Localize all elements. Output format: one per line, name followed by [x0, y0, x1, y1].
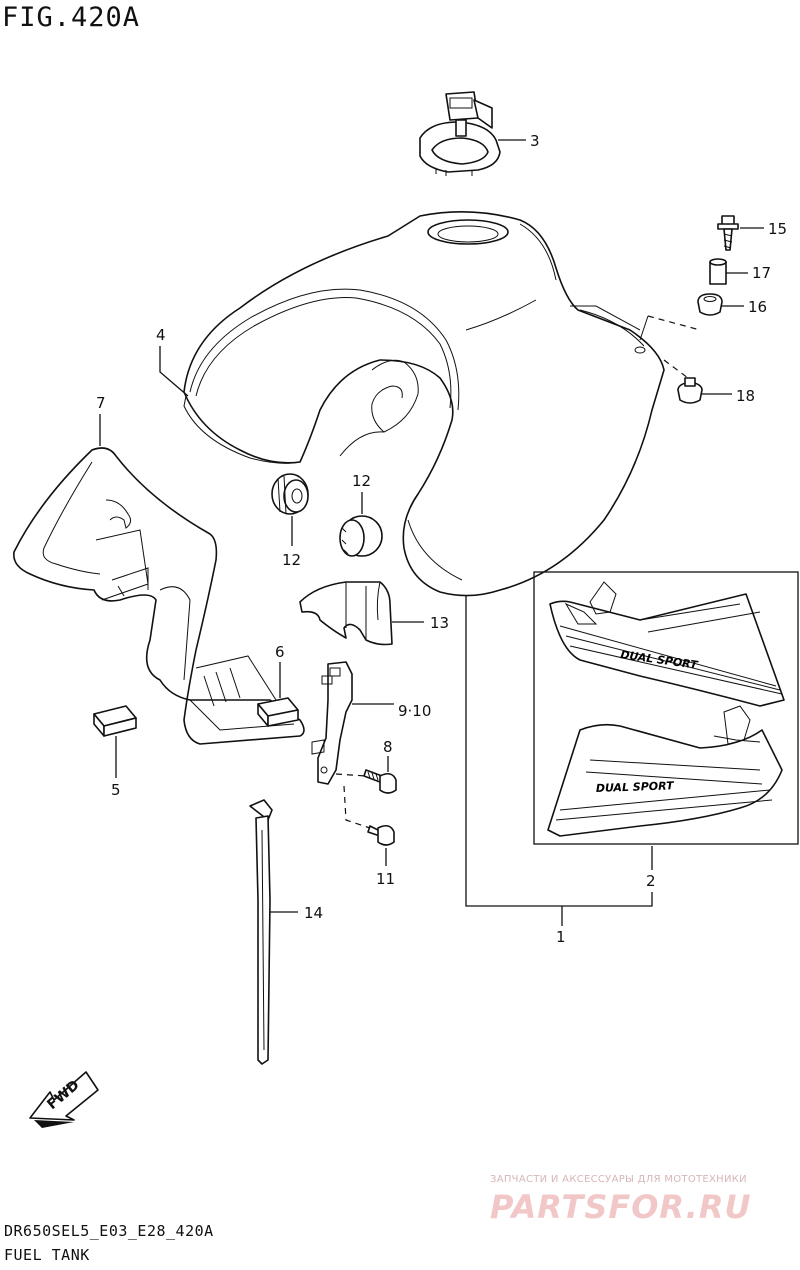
tank-cover-part-7[interactable]	[13, 447, 305, 745]
callout-16: 16	[748, 298, 767, 316]
fuel-cap-part[interactable]	[419, 91, 501, 176]
callout-1: 1	[556, 928, 566, 946]
bolt-part-15[interactable]	[717, 215, 739, 251]
model-code: DR650SEL5_E03_E28_420A	[4, 1222, 214, 1240]
pad-part-6[interactable]	[257, 697, 299, 727]
callout-9-10: 9·10	[398, 702, 431, 720]
decal-lower-text: DUAL SPORT	[596, 779, 676, 795]
bracket-part-9-10[interactable]	[311, 661, 353, 785]
callout-4: 4	[156, 326, 166, 344]
callout-12-upper: 12	[352, 472, 371, 490]
cushion-part-18[interactable]	[677, 377, 703, 404]
collar-part-17[interactable]	[709, 258, 727, 285]
cable-tie-part-14[interactable]	[249, 799, 273, 1065]
bolt-part-8[interactable]	[363, 769, 397, 794]
cushion-part-12b[interactable]	[339, 515, 383, 557]
callout-7: 7	[96, 394, 106, 412]
callout-6: 6	[275, 643, 285, 661]
callout-8: 8	[383, 738, 393, 756]
callout-12-lower: 12	[282, 551, 301, 569]
rubber-part-13[interactable]	[299, 581, 393, 646]
cushion-part-16[interactable]	[697, 293, 723, 316]
figure-title: FIG.420A	[2, 2, 141, 33]
forward-direction-arrow-icon: FWD	[29, 1071, 99, 1128]
callout-5: 5	[111, 781, 121, 799]
callout-14: 14	[304, 904, 323, 922]
cushion-part-12a[interactable]	[271, 473, 309, 515]
callout-11: 11	[376, 870, 395, 888]
watermark-brand: PARTSFOR.RU	[490, 1188, 752, 1226]
callout-15: 15	[768, 220, 787, 238]
callout-18: 18	[736, 387, 755, 405]
decal-set-part-2[interactable]: DUAL SPORT DUAL SPORT	[533, 571, 799, 845]
fuel-tank-part[interactable]	[183, 211, 665, 597]
callout-17: 17	[752, 264, 771, 282]
figure-caption: FUEL TANK	[4, 1246, 90, 1264]
watermark-tagline: ЗАПЧАСТИ И АКСЕССУАРЫ ДЛЯ МОТОТЕХНИКИ	[490, 1174, 747, 1185]
callout-13: 13	[430, 614, 449, 632]
block-part-5[interactable]	[93, 705, 137, 737]
callout-3: 3	[530, 132, 540, 150]
callout-2: 2	[646, 872, 656, 890]
bolt-part-11[interactable]	[367, 824, 395, 846]
